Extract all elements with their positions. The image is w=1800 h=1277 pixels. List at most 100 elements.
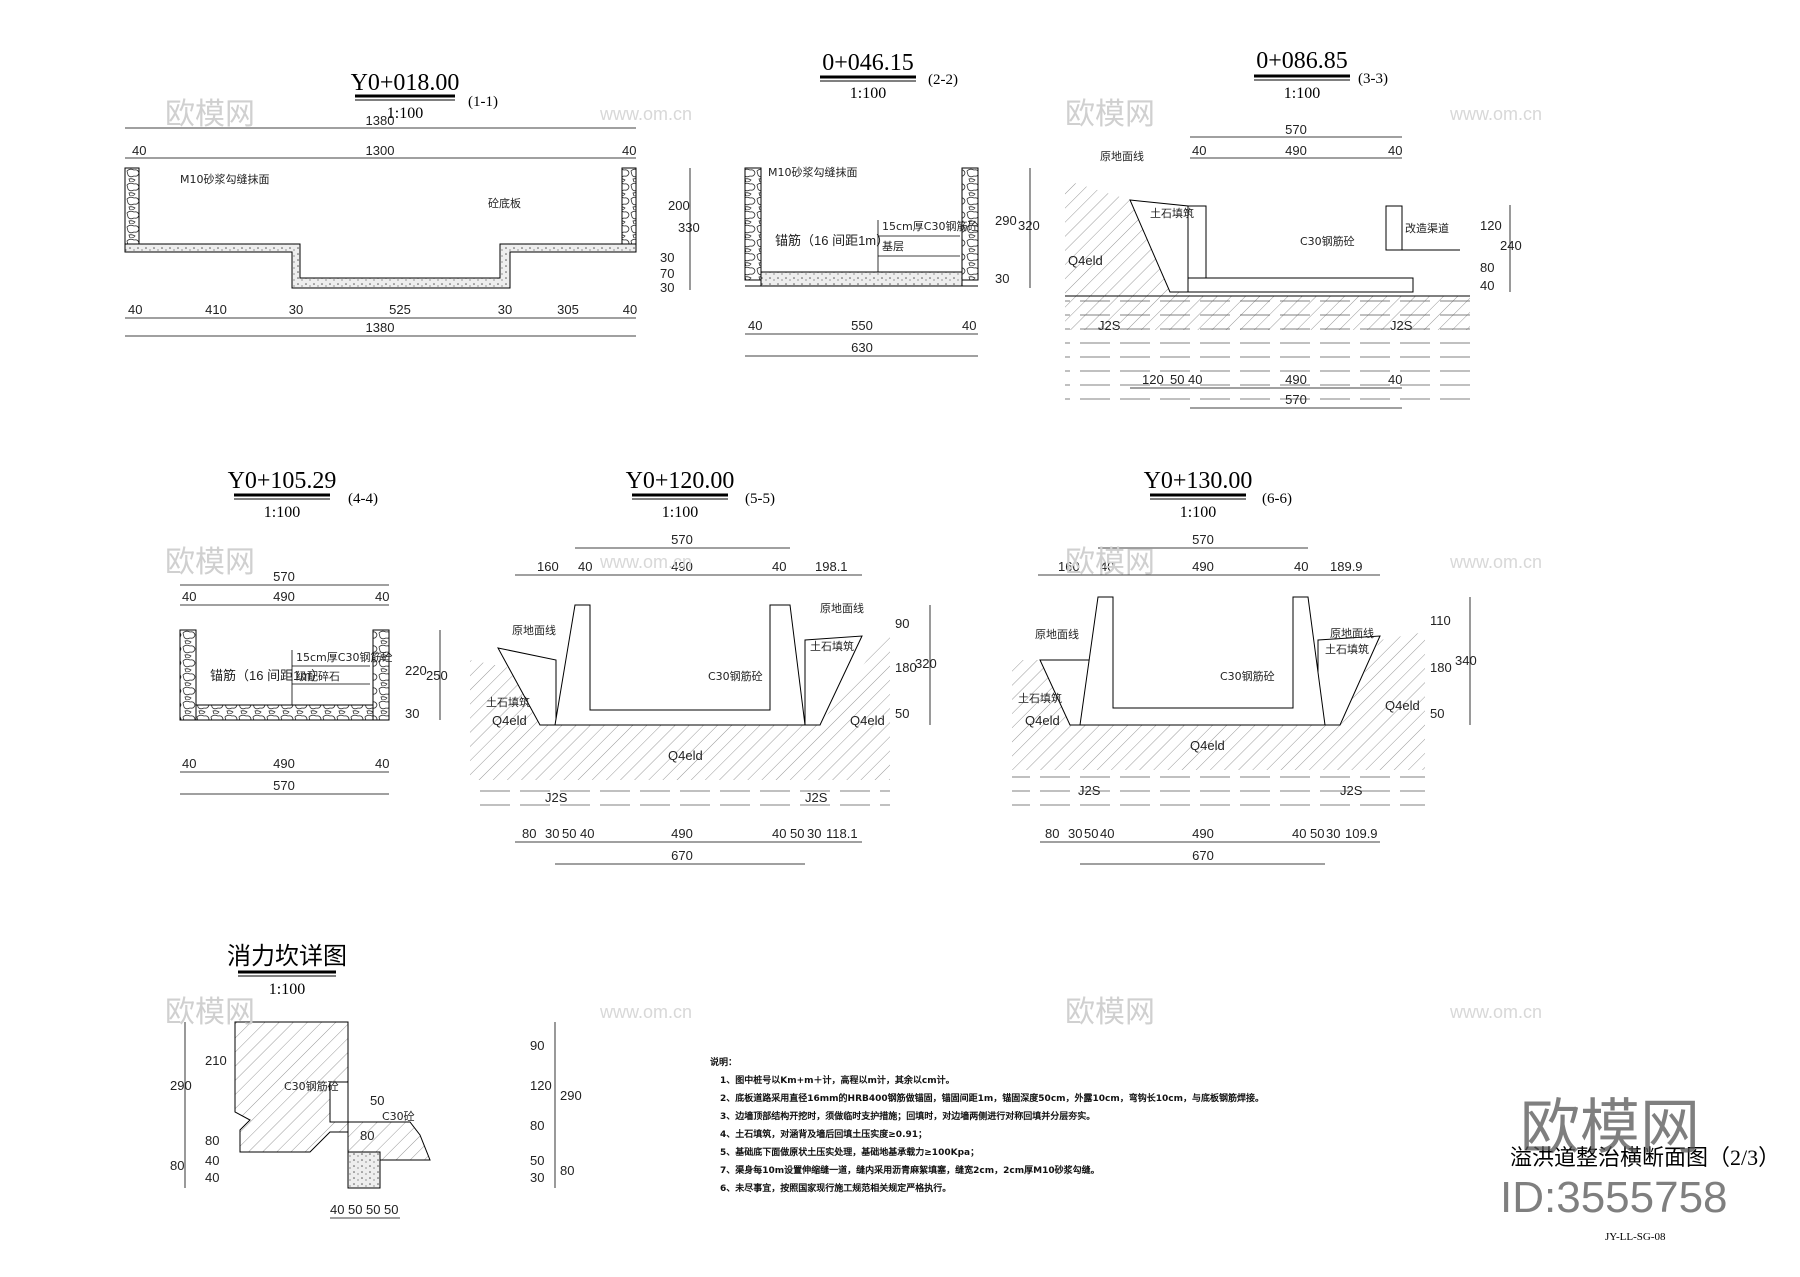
section-4-4-scale: 1:100 [264,504,300,521]
note-5: 5、基础底下面做原状土压实处理，基础地基承载力≥100Kpa； [720,1146,979,1158]
label-c30-det2: C30砼 [382,1110,415,1123]
detail-title: 消力坎详图 [227,943,347,970]
label-rock-5b: J2S [805,790,828,805]
dim-6-189: 189.9 [1330,559,1363,574]
label-fill-6a: 土石填筑 [1018,691,1062,705]
dim-6-40b: 40 [1294,559,1308,574]
dim-3-80: 80 [1480,260,1494,275]
label-c30-5: C30钢筋砼 [708,669,763,683]
dim-4-40d: 40 [375,756,389,771]
label-soil-6a: Q4eld [1025,713,1060,728]
watermark-url-4: www.om.cn [1449,552,1542,572]
dim-d-50e: 50 [384,1202,398,1217]
note-1: 1、图中桩号以Km+m＋计，高程以m计，其余以cm计。 [720,1074,955,1086]
watermark-brand-1: 欧模网 [165,97,255,132]
dim-4-490: 490 [273,589,295,604]
watermark-url-6: www.om.cn [1449,1002,1542,1022]
dim-4-220: 220 [405,663,427,678]
dim-3-40b: 40 [1388,143,1402,158]
label-ground-5a: 原地面线 [512,623,556,637]
dim-6-110: 110 [1430,613,1451,628]
label-rock-3b: J2S [1390,318,1413,333]
dim-6-160: 160 [1058,559,1080,574]
section-5-5-station: Y0+120.00 [626,468,735,494]
dim-550: 550 [851,318,873,333]
dim-d-80c: 80 [360,1128,374,1143]
notes-heading: 说明： [710,1056,737,1068]
dim-6-109: 109.9 [1345,826,1378,841]
dim-5-320: 320 [915,656,937,671]
dim-5-570: 570 [671,532,693,547]
dim-d-290b: 290 [560,1088,582,1103]
dim-30b: 30 [660,280,674,295]
label-fill-5a: 土石填筑 [486,695,530,709]
dim-b30b: 30 [498,302,512,317]
dim-6-570: 570 [1192,532,1214,547]
note-7: 7、渠身每10m设置伸缩缝一道，缝内采用沥青麻絮填塞，缝宽2cm，2cm厚M10… [720,1164,1100,1176]
dim-330: 330 [678,220,700,235]
dim-d-80: 80 [205,1133,219,1148]
section-5-5: Y0+120.00 1:100 (5-5) 原地面线 原地面线 土石填筑 土石填… [470,468,937,865]
section-3-3: 0+086.85 1:100 (3-3) 原地面线 土石填筑 C30钢筋砼 改造… [1065,48,1522,409]
label-c30-3: C30钢筋砼 [1300,234,1355,248]
detail-scale: 1:100 [269,981,305,998]
label-c30-15: 15cm厚C30钢筋砼 [882,219,978,233]
dim-3-240: 240 [1500,238,1522,253]
section-6-6-tag: (6-6) [1262,491,1292,507]
dim-3-570b: 570 [1285,392,1307,407]
watermark-brand-big: 欧模网 [1520,1093,1700,1163]
label-fill-5b: 土石填筑 [810,639,854,653]
section-3-3-station: 0+086.85 [1256,48,1348,74]
dim-4-40b: 40 [375,589,389,604]
dim-4-250: 250 [426,668,448,683]
dim-6-490: 490 [1192,559,1214,574]
dim-d-50: 50 [370,1093,384,1108]
dim-5-40c: 40 [580,826,594,841]
dim-5-50: 50 [895,706,909,721]
section-1-1-tag: (1-1) [468,94,498,110]
section-6-6-scale: 1:100 [1180,504,1216,521]
dim-6-50a: 50 [1084,826,1098,841]
label-anchor-1: 锚筋（16 间距1m） [775,233,889,248]
dim-3-40c: 40 [1480,278,1494,293]
dim-5-40a: 40 [578,559,592,574]
dim-5-50a: 50 [562,826,576,841]
dim-70: 70 [660,266,674,281]
label-soil-6c: Q4eld [1385,698,1420,713]
dim-5-30a: 30 [545,826,559,841]
section-3-3-scale: 1:100 [1284,85,1320,102]
label-ground-5b: 原地面线 [820,601,864,615]
dim-5-80a: 80 [522,826,536,841]
label-soil-6b: Q4eld [1190,738,1225,753]
watermark-brand-5: 欧模网 [165,995,255,1030]
drawing-title: 溢洪道整治横断面图（2/3） [1510,1145,1780,1170]
dim-d-40b: 40 [205,1170,219,1185]
watermark-id: ID:3555758 [1500,1173,1728,1222]
section-5-5-scale: 1:100 [662,504,698,521]
dim-525: 525 [389,302,411,317]
note-3: 3、边墙顶部结构开挖时，须做临时支护措施；回填时，对边墙两侧进行对称回填并分层夯… [720,1110,1095,1122]
note-6: 6、未尽事宜，按照国家现行施工规范相关规定严格执行。 [720,1182,951,1194]
dim-1380-top: 1380 [366,113,395,128]
dim-d-80b: 80 [170,1158,184,1173]
dim-5-490b: 490 [671,826,693,841]
dim-6-30a: 30 [1068,826,1082,841]
dim-6-30b: 30 [1326,826,1340,841]
dim-3-570: 570 [1285,122,1307,137]
detail-sill: 消力坎详图 1:100 C30钢筋砼 C30砼 290 210 80 80 40… [170,943,582,1219]
label-rock-3a: J2S [1098,318,1121,333]
section-6-6: Y0+130.00 1:100 (6-6) 原地面线 原地面线 土石填筑 土石填… [1012,468,1477,865]
label-ground-6a: 原地面线 [1035,627,1079,641]
label-fill-3: 土石填筑 [1150,206,1194,220]
label-adjust: 改造渠道 [1405,221,1449,235]
label-c30-15b: 15cm厚C30钢筋砼 [296,650,392,664]
dim-4-40c: 40 [182,756,196,771]
section-2-2-scale: 1:100 [850,85,886,102]
dim-d-30: 30 [530,1170,544,1185]
dim-40-r: 40 [622,143,636,158]
dim-6-40c: 40 [1100,826,1114,841]
notes: 说明： 1、图中桩号以Km+m＋计，高程以m计，其余以cm计。 2、底板道路采用… [710,1056,1264,1194]
dim-6-670: 670 [1192,848,1214,863]
dim-d-40c: 40 [330,1202,344,1217]
label-m10: M10砂浆勾缝抹面 [180,172,270,186]
